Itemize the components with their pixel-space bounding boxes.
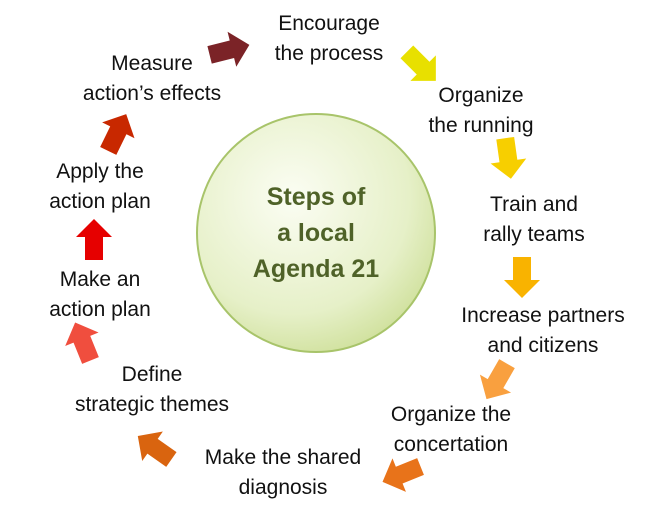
step-apply-the-action-plan: Apply the action plan bbox=[49, 157, 151, 217]
step-label-line: the running bbox=[428, 114, 534, 137]
step-label-line: rally teams bbox=[483, 223, 585, 246]
step-make-an-action-plan: Make an action plan bbox=[49, 265, 151, 325]
arrow-make-plan-to-apply-icon bbox=[76, 219, 112, 260]
step-label-line: Make an bbox=[59, 268, 141, 291]
step-label-line: and citizens bbox=[487, 334, 599, 357]
step-label-line: Define bbox=[121, 363, 183, 386]
step-label-line: action plan bbox=[49, 190, 151, 213]
step-label-line: diagnosis bbox=[238, 476, 328, 499]
arrow-increase-to-concertation-icon bbox=[479, 359, 515, 400]
step-label-line: the process bbox=[274, 42, 384, 65]
step-encourage-the-process: Encourage the process bbox=[275, 9, 384, 69]
arrow-apply-to-measure-icon bbox=[100, 114, 135, 155]
step-organize-the-running: Organize the running bbox=[428, 81, 533, 141]
step-label-line: Make the shared bbox=[204, 446, 362, 469]
step-label-line: Train and bbox=[490, 193, 578, 216]
arrow-measure-to-encourage-icon bbox=[207, 31, 250, 67]
arrow-encourage-to-organize-icon bbox=[400, 45, 436, 81]
step-train-and-rally-teams: Train and rally teams bbox=[483, 190, 585, 250]
step-label-line: Encourage bbox=[278, 12, 380, 35]
step-organize-the-concertation: Organize the concertation bbox=[391, 400, 511, 460]
step-label-line: action’s effects bbox=[82, 82, 222, 105]
step-label-line: strategic themes bbox=[74, 393, 230, 416]
center-circle bbox=[196, 113, 436, 353]
step-increase-partners: Increase partners and citizens bbox=[461, 301, 624, 361]
center-title-line: Steps of bbox=[266, 183, 366, 211]
step-label-line: action plan bbox=[49, 298, 151, 321]
arrow-concertation-to-diagnosis-icon bbox=[382, 458, 424, 492]
center-title-line: a local bbox=[277, 219, 355, 247]
step-label-line: Organize bbox=[438, 84, 524, 107]
arrow-organize-to-train-icon bbox=[490, 136, 527, 179]
cycle-arrows bbox=[65, 31, 540, 492]
arrow-train-to-increase-icon bbox=[504, 257, 540, 298]
step-label-line: Measure bbox=[111, 52, 193, 75]
step-measure-actions-effects: Measure action’s effects bbox=[83, 49, 221, 109]
step-make-the-shared-diagnosis: Make the shared diagnosis bbox=[205, 443, 361, 503]
arrow-diagnosis-to-define-icon bbox=[137, 431, 177, 467]
center-title-line: Agenda 21 bbox=[252, 255, 380, 283]
step-define-strategic-themes: Define strategic themes bbox=[75, 360, 229, 420]
arrow-define-to-make-plan-icon bbox=[65, 322, 99, 364]
center-title: Steps of a local Agenda 21 bbox=[253, 179, 379, 287]
step-label-line: Increase partners bbox=[461, 304, 625, 327]
step-label-line: concertation bbox=[393, 433, 509, 456]
step-label-line: Apply the bbox=[56, 160, 144, 183]
step-label-line: Organize the bbox=[390, 403, 512, 426]
